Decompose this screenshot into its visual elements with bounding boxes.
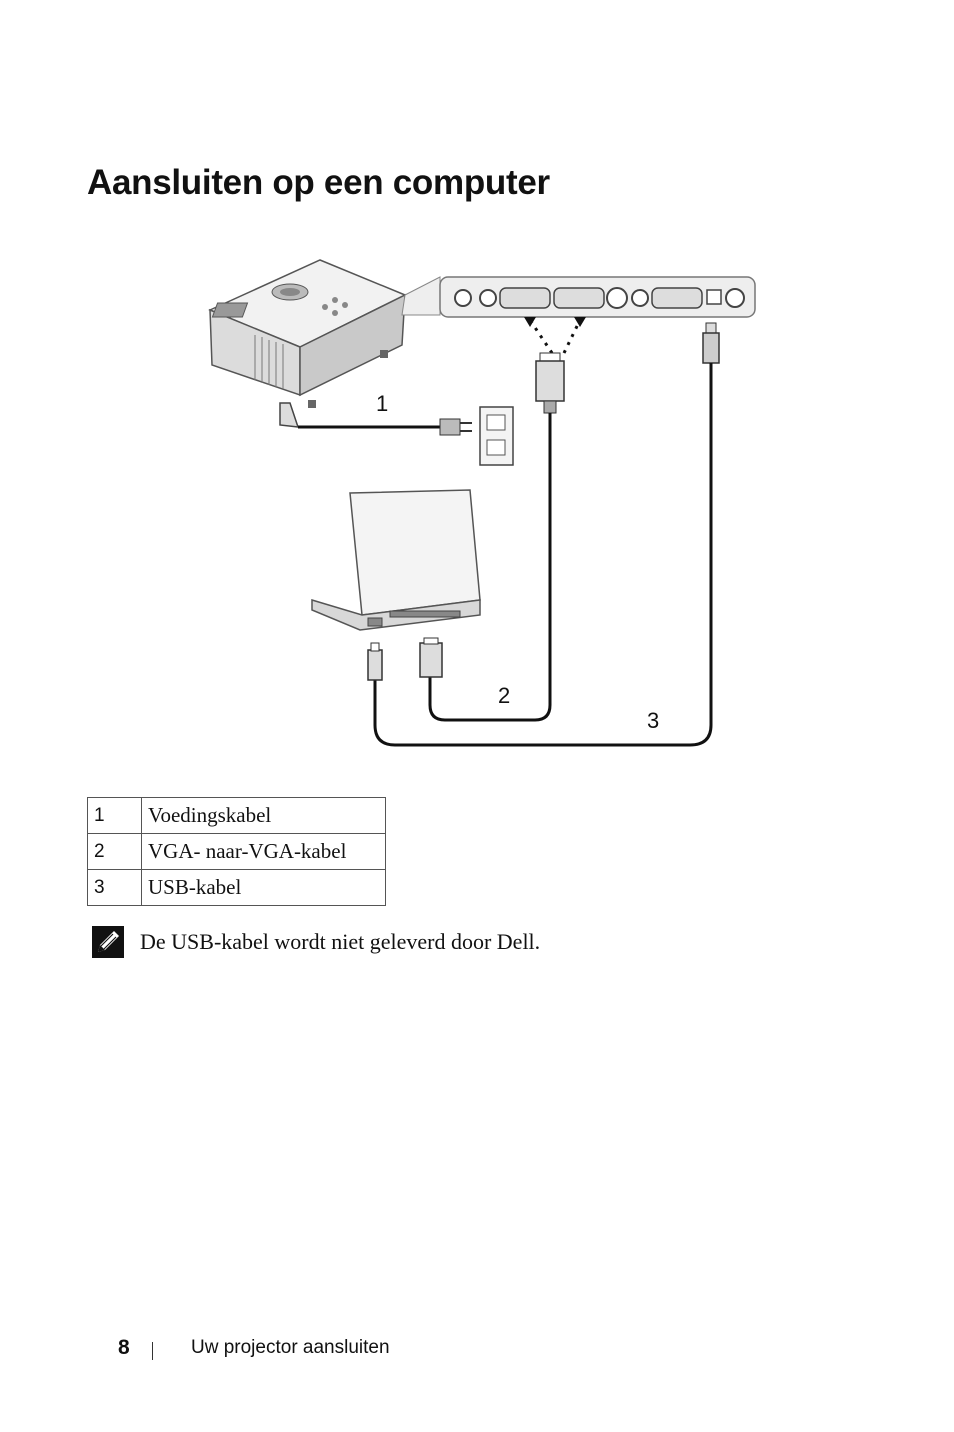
vga-cable	[419, 413, 552, 722]
footer-separator	[152, 1342, 153, 1360]
table-row: 2 VGA- naar-VGA-kabel	[87, 833, 386, 870]
callout-1: 1	[376, 391, 388, 416]
connection-diagram-svg: 1 2 3	[208, 259, 756, 747]
note-block: De USB-kabel wordt niet geleverd door De…	[92, 926, 540, 958]
callout-2: 2	[498, 683, 510, 708]
table-row: 3 USB-kabel	[87, 869, 386, 906]
legend-number: 3	[87, 869, 142, 906]
usb-cable	[367, 322, 720, 747]
legend-table: 1 Voedingskabel 2 VGA- naar-VGA-kabel 3 …	[87, 797, 386, 906]
vga-connector-projector	[535, 352, 565, 414]
connection-diagram: 1 2 3	[140, 255, 780, 755]
laptop-illustration	[311, 489, 481, 631]
legend-label: Voedingskabel	[141, 797, 386, 834]
projector-connector-panel	[401, 276, 756, 318]
section-title: Uw projector aansluiten	[191, 1337, 390, 1358]
legend-label: USB-kabel	[141, 869, 386, 906]
callout-3: 3	[647, 708, 659, 733]
page-footer: 8 Uw projector aansluiten	[118, 1336, 390, 1360]
legend-number: 1	[87, 797, 142, 834]
note-pencil-icon	[92, 926, 124, 958]
page-title: Aansluiten op een computer	[87, 163, 550, 202]
power-cable	[279, 402, 514, 466]
projector-illustration	[208, 259, 407, 408]
legend-number: 2	[87, 833, 142, 870]
legend-label: VGA- naar-VGA-kabel	[141, 833, 386, 870]
page-number: 8	[118, 1336, 130, 1359]
note-text: De USB-kabel wordt niet geleverd door De…	[140, 929, 541, 954]
table-row: 1 Voedingskabel	[87, 797, 386, 834]
